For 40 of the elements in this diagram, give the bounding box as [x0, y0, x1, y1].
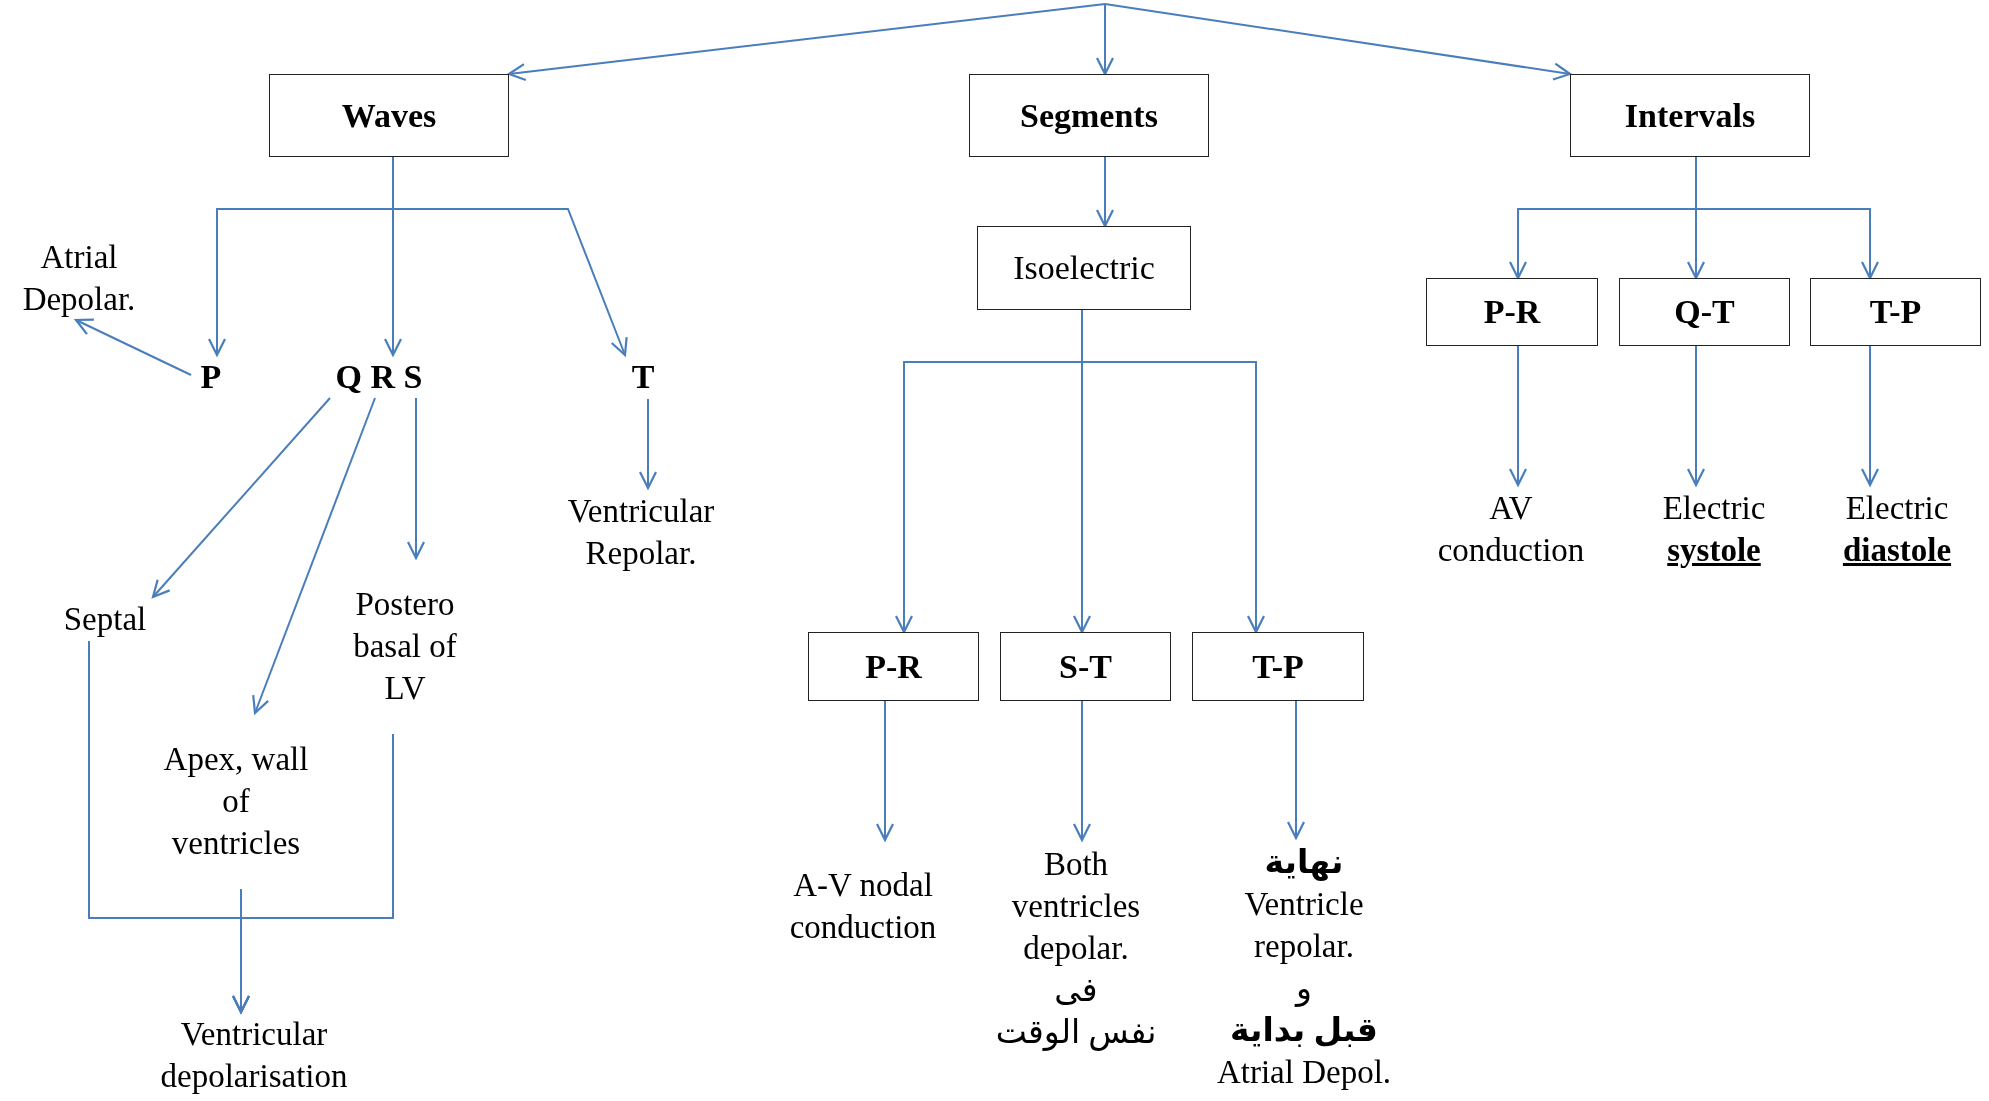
arrow [74, 318, 192, 376]
arrow [231, 733, 394, 1014]
process-box: Isoelectric [977, 226, 1191, 310]
heading-box: T-P [1192, 632, 1364, 701]
arrow [1072, 700, 1092, 842]
text-label: Electric systole [1619, 485, 1809, 573]
text-label: Septal [40, 597, 170, 641]
arrow [1686, 345, 1706, 487]
heading-box: Waves [269, 74, 509, 157]
arrow [252, 397, 376, 715]
heading-box: P-R [1426, 278, 1598, 346]
arrow [1095, 156, 1115, 228]
heading-box: Q-T [1619, 278, 1790, 346]
heading-box: Segments [969, 74, 1209, 157]
arrow [507, 3, 1106, 82]
arrow [1860, 345, 1880, 487]
wave-label: Q R S [319, 355, 439, 399]
arrow [1104, 3, 1572, 81]
text-label: Ventricular depolarisation [124, 1012, 384, 1098]
heading-box: Intervals [1570, 74, 1810, 157]
text-label: Postero basal of LV [348, 558, 462, 734]
heading-box: S-T [1000, 632, 1171, 701]
text-label: A-V nodal conduction [778, 840, 948, 972]
arrow [1286, 700, 1306, 840]
arrow [406, 397, 426, 560]
text-label: Electric diastole [1812, 485, 1982, 573]
arrow [875, 700, 895, 842]
arrow [1695, 156, 1880, 280]
text-label: Apex, wall of ventricles [156, 713, 316, 889]
arrow [638, 398, 658, 490]
arrow [151, 397, 331, 599]
text-label: AV conduction [1416, 485, 1606, 573]
heading-box: P-R [808, 632, 979, 701]
arrow [1095, 3, 1115, 76]
arrow [1508, 345, 1528, 487]
text-label: Atrial Depolar. [4, 236, 154, 320]
heading-box: T-P [1810, 278, 1981, 346]
wave-label: P [191, 355, 231, 399]
wave-label: T [623, 355, 663, 399]
text-label: Ventricular Repolar. [531, 488, 751, 576]
